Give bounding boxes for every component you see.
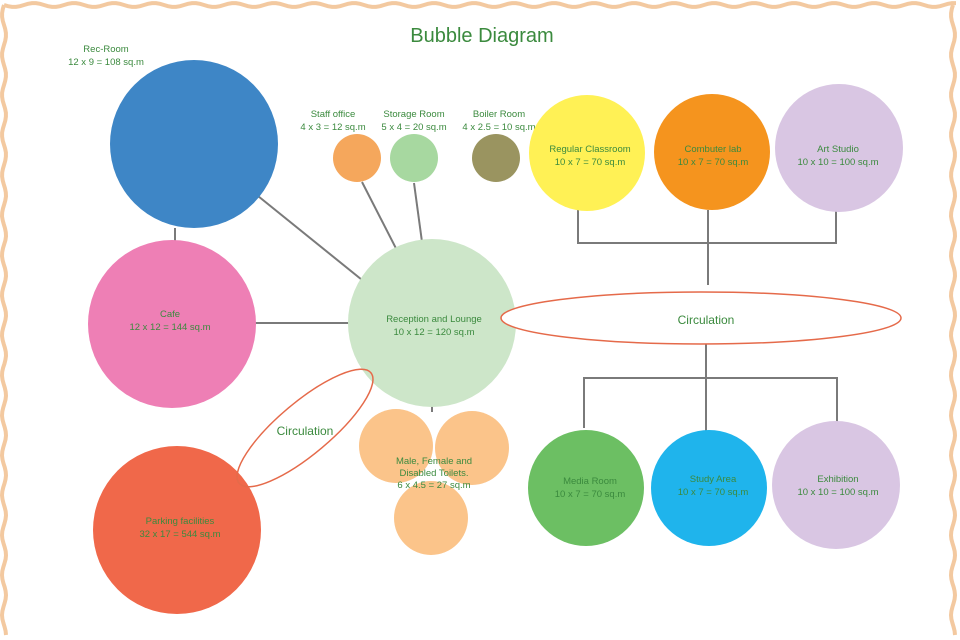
bubble-storage-room: Storage Room 5 x 4 = 20 sq.m	[381, 109, 447, 182]
connector-lower-bracket	[583, 377, 838, 428]
diagram-title: Bubble Diagram	[410, 25, 553, 47]
art-studio-name: Art Studio	[817, 144, 859, 155]
storage-room-area: 5 x 4 = 20 sq.m	[381, 122, 446, 133]
parking-area: 32 x 17 = 544 sq.m	[139, 529, 220, 540]
bubble-reception: Reception and Lounge 10 x 12 = 120 sq.m	[348, 239, 516, 407]
regular-classroom-circle	[529, 95, 645, 211]
bubble-computer-lab: Combuter lab 10 x 7 = 70 sq.m	[654, 94, 770, 210]
bubble-rec-room: Rec-Room 12 x 9 = 108 sq.m	[68, 44, 278, 228]
circulation-right-label: Circulation	[678, 313, 735, 327]
bubble-toilets: Male, Female and Disabled Toilets. 6 x 4…	[359, 409, 509, 555]
bubble-study-area: Study Area 10 x 7 = 70 sq.m	[651, 430, 767, 546]
art-studio-area: 10 x 10 = 100 sq.m	[797, 157, 878, 168]
rec-room-name: Rec-Room	[83, 44, 128, 55]
circulation-left-ellipse	[236, 368, 374, 488]
border-left	[0, 4, 9, 636]
rec-room-circle	[110, 60, 278, 228]
boiler-room-area: 4 x 2.5 = 10 sq.m	[462, 122, 535, 133]
toilets-circle-left	[359, 409, 433, 483]
staff-office-area: 4 x 3 = 12 sq.m	[300, 122, 365, 133]
cafe-area: 12 x 12 = 144 sq.m	[129, 322, 210, 333]
media-room-area: 10 x 7 = 70 sq.m	[555, 489, 626, 500]
computer-lab-circle	[654, 94, 770, 210]
parking-circle	[93, 446, 261, 614]
regular-classroom-area: 10 x 7 = 70 sq.m	[555, 157, 626, 168]
exhibition-circle	[772, 421, 900, 549]
reception-name: Reception and Lounge	[386, 314, 482, 325]
bubble-parking: Parking facilities 32 x 17 = 544 sq.m	[93, 446, 261, 614]
bubble-boiler-room: Boiler Room 4 x 2.5 = 10 sq.m	[462, 109, 536, 182]
connector-rec-reception	[257, 195, 373, 289]
border-right	[948, 4, 958, 636]
study-area-area: 10 x 7 = 70 sq.m	[678, 487, 749, 498]
storage-room-circle	[390, 134, 438, 182]
regular-classroom-name: Regular Classroom	[549, 144, 630, 155]
bubble-exhibition: Exhibition 10 x 10 = 100 sq.m	[772, 421, 900, 549]
circulation-left-label: Circulation	[277, 424, 334, 438]
staff-office-circle	[333, 134, 381, 182]
media-room-circle	[528, 430, 644, 546]
circulation-left: Circulation	[236, 368, 374, 488]
circulation-right-ellipse	[500, 291, 902, 345]
toilets-name-line2: Disabled Toilets.	[399, 468, 468, 479]
parking-name: Parking facilities	[146, 516, 215, 527]
toilets-area: 6 x 4.5 = 27 sq.m	[397, 480, 470, 491]
rec-room-area: 12 x 9 = 108 sq.m	[68, 57, 144, 68]
bubble-regular-classroom: Regular Classroom 10 x 7 = 70 sq.m	[529, 95, 645, 211]
exhibition-name: Exhibition	[817, 474, 858, 485]
computer-lab-name: Combuter lab	[684, 144, 741, 155]
toilets-circle-bottom	[394, 481, 468, 555]
bubble-staff-office: Staff office 4 x 3 = 12 sq.m	[300, 109, 381, 182]
boiler-room-name: Boiler Room	[473, 109, 525, 120]
study-area-circle	[651, 430, 767, 546]
bubble-art-studio: Art Studio 10 x 10 = 100 sq.m	[775, 84, 903, 212]
connectors	[174, 181, 838, 432]
toilets-circle-right	[435, 411, 509, 485]
art-studio-circle	[775, 84, 903, 212]
boiler-room-circle	[472, 134, 520, 182]
exhibition-area: 10 x 10 = 100 sq.m	[797, 487, 878, 498]
border-top	[3, 1, 956, 9]
storage-room-name: Storage Room	[383, 109, 444, 120]
bubble-cafe: Cafe 12 x 12 = 144 sq.m	[88, 240, 256, 408]
toilets-name-line1: Male, Female and	[396, 456, 472, 467]
study-area-name: Study Area	[690, 474, 737, 485]
bubble-media-room: Media Room 10 x 7 = 70 sq.m	[528, 430, 644, 546]
reception-area: 10 x 12 = 120 sq.m	[393, 327, 474, 338]
staff-office-name: Staff office	[311, 109, 356, 120]
cafe-name: Cafe	[160, 309, 180, 320]
computer-lab-area: 10 x 7 = 70 sq.m	[678, 157, 749, 168]
reception-circle	[348, 239, 516, 407]
circulation-right: Circulation	[500, 291, 902, 345]
media-room-name: Media Room	[563, 476, 617, 487]
cafe-circle	[88, 240, 256, 408]
